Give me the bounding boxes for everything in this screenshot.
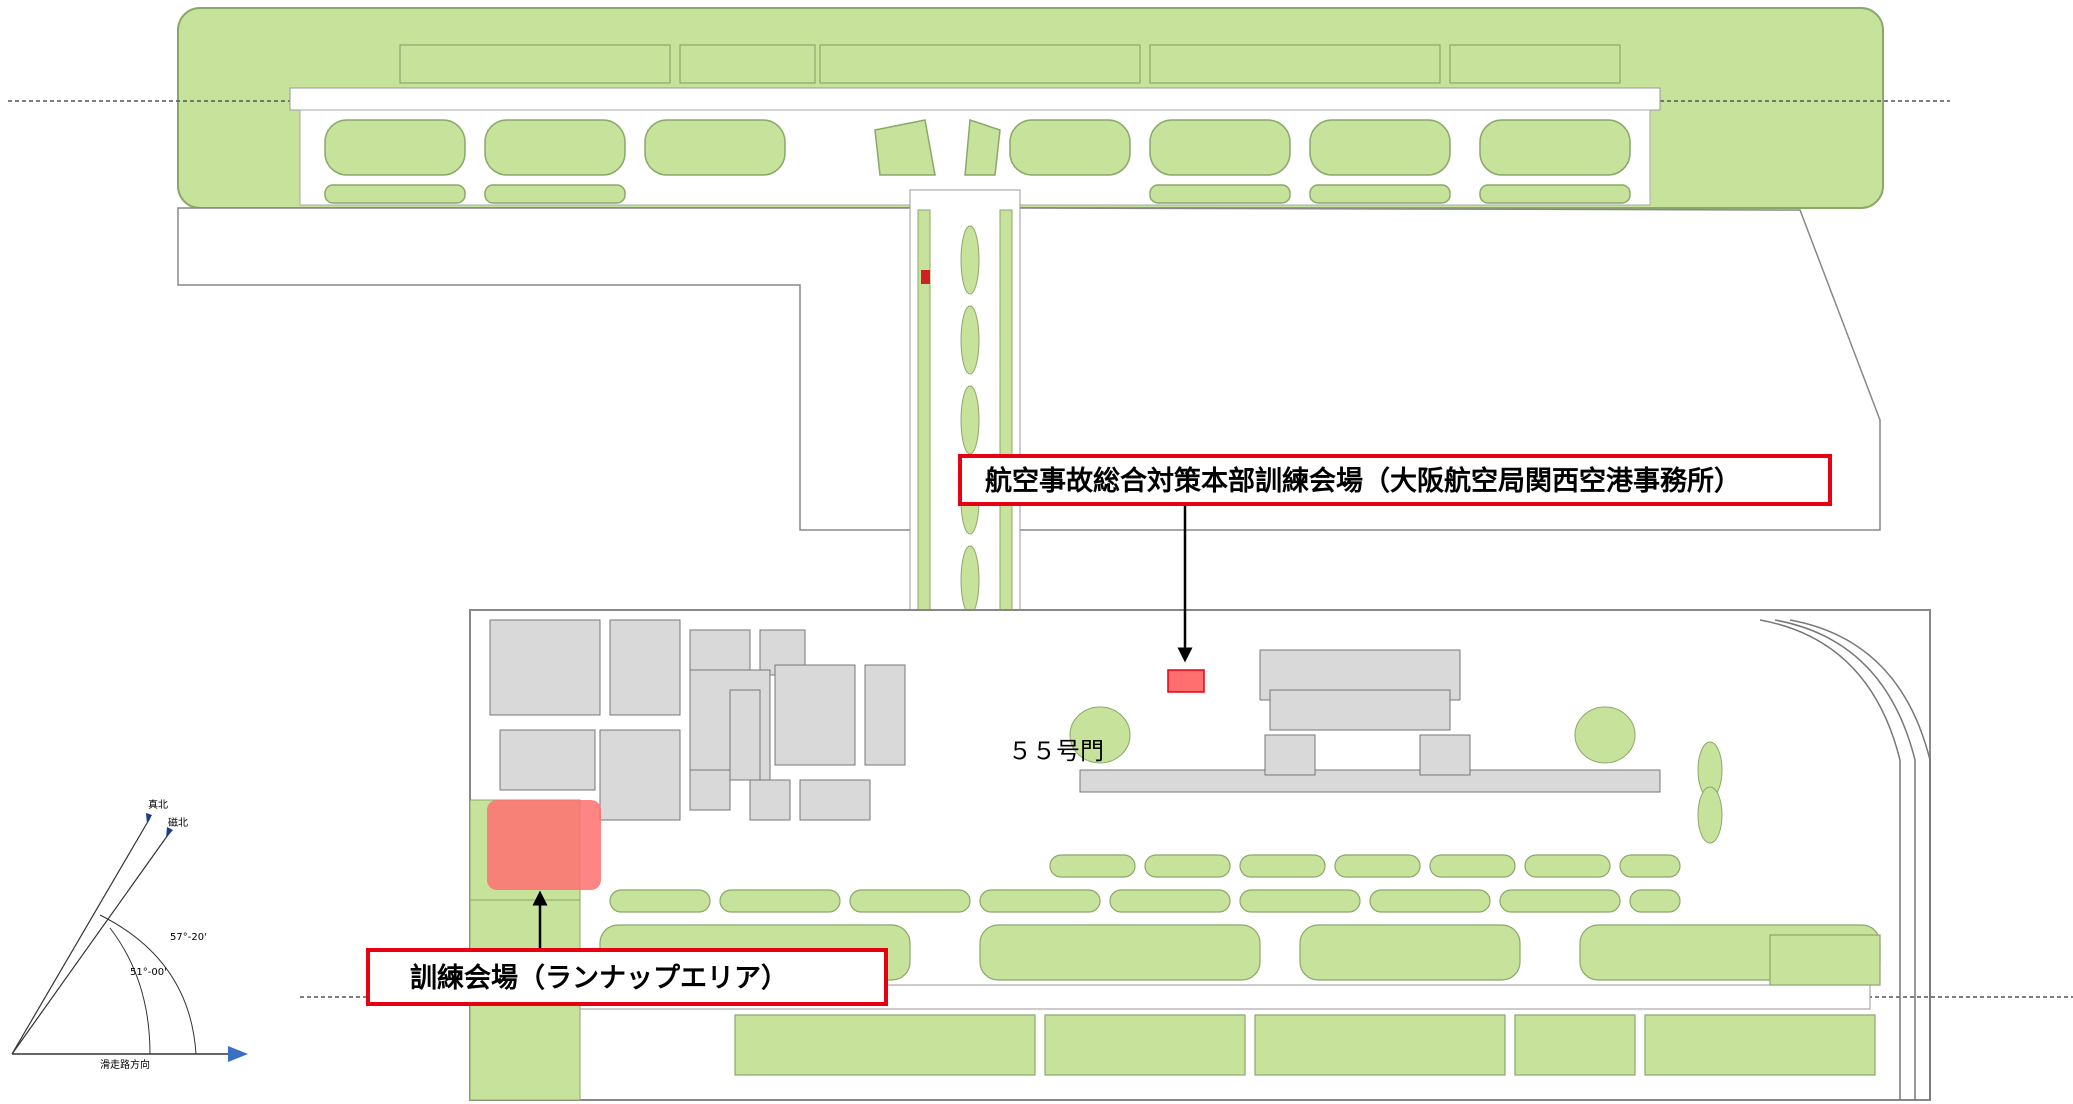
hq-training-callout-box	[958, 454, 1832, 506]
south-bottom-grass	[734, 934, 1881, 1076]
runup-area-highlight	[487, 800, 601, 890]
apron-grass	[1069, 706, 1723, 844]
hq-training-site-highlight	[1167, 669, 1205, 693]
connecting-taxiway	[909, 189, 1021, 641]
runway-direction-label: 滑走路方向	[100, 1058, 150, 1071]
north-runway	[289, 87, 1661, 111]
terminal	[1079, 649, 1661, 793]
true-north-label: 真北	[148, 798, 168, 811]
north-arrow-diagram: 真北 磁北 57°-20' 51°-00' 滑走路方向	[11, 798, 248, 1071]
hq-training-callout: 航空事故総合対策本部訓練会場（大阪航空局関西空港事務所）	[958, 454, 1832, 663]
north-top-grass	[399, 44, 1621, 84]
hq-training-callout-text: 航空事故総合対策本部訓練会場（大阪航空局関西空港事務所）	[985, 465, 1741, 497]
north-island	[8, 7, 1950, 209]
north-grass-islands	[324, 118, 1631, 204]
magnetic-north-label: 磁北	[168, 816, 188, 829]
reclaimed-area	[177, 207, 1881, 531]
angle-magnetic-label: 51°-00'	[130, 967, 167, 978]
west-buildings	[489, 619, 906, 821]
runup-callout-box	[366, 948, 888, 1006]
east-rail	[1759, 619, 1931, 1100]
angle-true-label: 57°-20'	[170, 932, 207, 943]
gate-55-label: ５５号門	[1008, 737, 1104, 765]
runup-callout-text: 訓練会場（ランナップエリア）	[410, 962, 788, 994]
runup-callout: 訓練会場（ランナップエリア）	[366, 890, 888, 1006]
parallel-taxiway-islands	[609, 854, 1681, 913]
south-island	[300, 609, 2073, 1101]
